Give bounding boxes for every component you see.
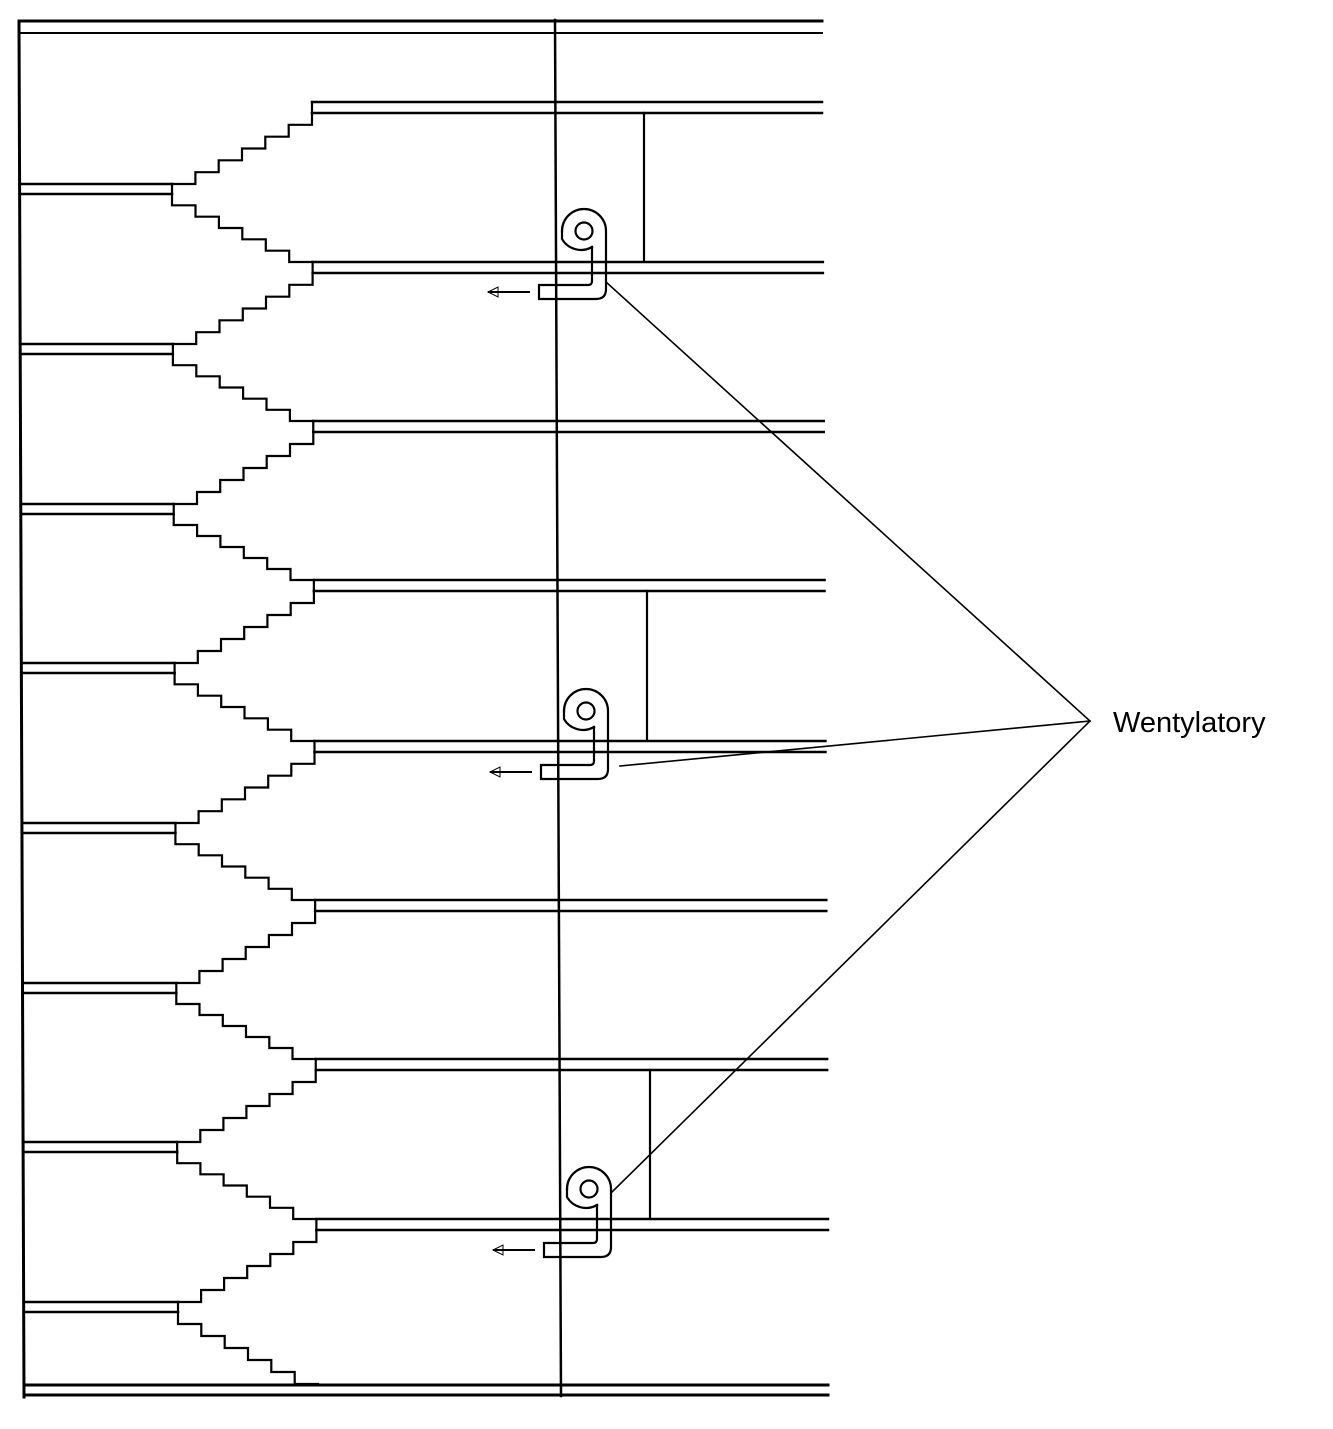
ventilator-duct xyxy=(542,1165,613,1259)
stair-ascending xyxy=(176,1310,320,1386)
airflow-arrow-head-icon xyxy=(486,286,499,298)
leader-line-top xyxy=(604,280,1092,723)
ventilator-housing-inner xyxy=(562,709,596,732)
stair-descending xyxy=(174,750,316,825)
left-wall xyxy=(17,20,26,1399)
ventilator-housing-inner xyxy=(565,1187,599,1210)
fan-icon xyxy=(574,221,594,241)
stair-descending xyxy=(171,271,314,346)
ventilator-1 xyxy=(486,207,608,301)
ventilator-duct xyxy=(537,207,608,301)
stair-ascending xyxy=(175,991,317,1061)
fan-icon xyxy=(576,701,596,721)
stair-ascending xyxy=(173,671,316,743)
leader-line-bottom xyxy=(610,719,1092,1194)
ventilator-3 xyxy=(491,1165,613,1259)
stair-ascending xyxy=(171,352,315,423)
ventilator-housing-inner xyxy=(560,229,594,252)
airflow-arrow-head-icon xyxy=(491,1244,504,1256)
ventilator-2 xyxy=(488,687,610,781)
leader-line-middle xyxy=(619,720,1091,767)
shaft-levels xyxy=(18,100,830,1314)
stair-ascending xyxy=(176,1150,318,1221)
stair-descending xyxy=(176,1068,317,1144)
stair-descending xyxy=(173,589,315,665)
vertical-shaft xyxy=(553,18,563,1398)
stair-descending xyxy=(172,430,315,506)
stair-descending xyxy=(170,111,314,186)
fan-icon xyxy=(579,1179,599,1199)
stepped-workings xyxy=(170,100,320,1386)
airflow-arrow-head-icon xyxy=(488,766,501,778)
stair-descending xyxy=(176,1228,318,1304)
stair-ascending xyxy=(174,831,317,902)
ventilator-duct xyxy=(539,687,610,781)
stair-ascending xyxy=(170,192,314,264)
callout-leaders xyxy=(604,280,1092,1194)
frame xyxy=(17,18,830,1399)
ventilators-label: Wentylatory xyxy=(1113,707,1266,739)
ventilators xyxy=(486,207,613,1259)
stair-ascending xyxy=(172,512,315,582)
stair-descending xyxy=(175,909,317,985)
